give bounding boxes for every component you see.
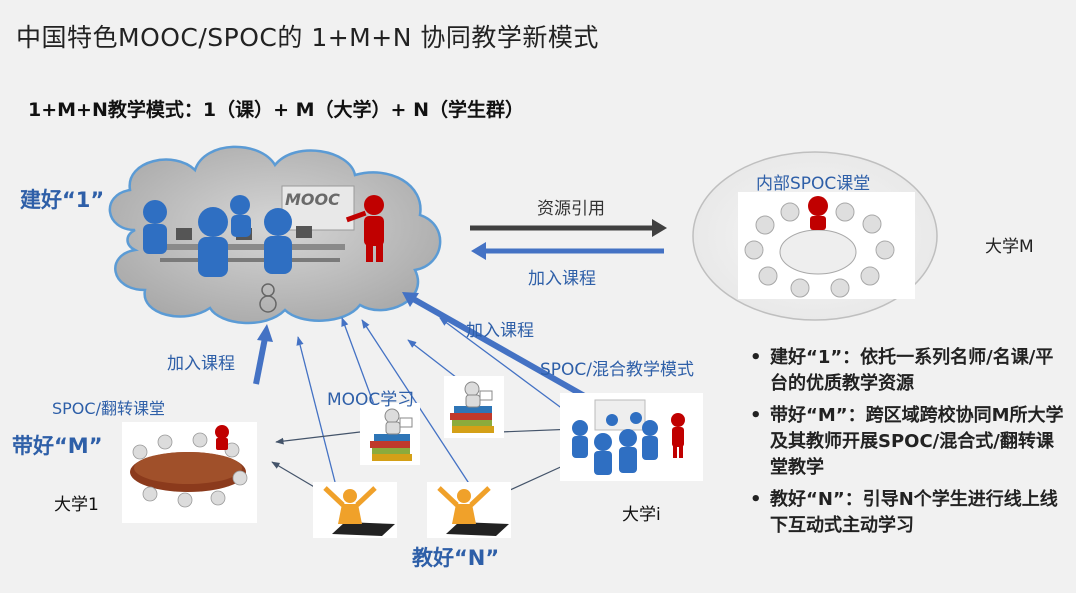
bullet-item-teach: •教好“N”：引导N个学生进行线上线下互动式主动学习 [750, 489, 1058, 536]
resource-ref-label: 资源引用 [537, 199, 605, 219]
add-course-top-label: 加入课程 [528, 269, 596, 289]
bullet-item-bring: •带好“M”：跨区域跨校协同M所大学及其教师开展SPOC/混合式/翻转课堂教学 [750, 405, 1064, 478]
page-title: 中国特色MOOC/SPOC的 1+M+N 协同教学新模式 [16, 23, 599, 52]
mooc-sign: MOOC [285, 190, 340, 209]
teach-n-label: 教好“N” [412, 546, 500, 570]
bring-m-label: 带好“M” [12, 434, 103, 458]
add-course-left-label: 加入课程 [167, 354, 235, 374]
spoc-flip-label: SPOC/翻转课堂 [52, 399, 165, 418]
internal-spoc-label: 内部SPOC课堂 [756, 174, 871, 194]
university-m-label: 大学M [985, 237, 1034, 257]
bullet-text: 建好“1”：依托一系列名师/名课/平台的优质教学资源 [770, 347, 1054, 394]
bullet-item-build: •建好“1”：依托一系列名师/名课/平台的优质教学资源 [750, 347, 1054, 394]
bullet-text: 教好“N”：引导N个学生进行线上线下互动式主动学习 [770, 489, 1058, 536]
mooc-study-image-2 [444, 376, 504, 438]
university-1-label: 大学1 [54, 495, 99, 515]
student-image-1 [313, 482, 397, 538]
internal-spoc-image [738, 192, 915, 299]
add-course-mid-label: 加入课程 [466, 321, 534, 341]
bullet-list: •建好“1”：依托一系列名师/名课/平台的优质教学资源 •带好“M”：跨区域跨校… [748, 345, 1068, 545]
bullet-text: 带好“M”：跨区域跨校协同M所大学及其教师开展SPOC/混合式/翻转课堂教学 [770, 405, 1064, 478]
spoc-mixed-label: SPOC/混合教学模式 [540, 360, 695, 380]
build-one-label: 建好“1” [20, 188, 105, 212]
student-image-2 [427, 482, 511, 538]
university-1-image [122, 422, 257, 523]
mooc-study-image-1 [360, 403, 420, 465]
page-subtitle: 1+M+N教学模式：1（课）+ M（大学）+ N（学生群） [28, 99, 524, 121]
mooc-cloud [108, 145, 442, 325]
university-i-label: 大学i [622, 505, 661, 525]
university-i-image [560, 393, 703, 481]
mooc-study-label: MOOC学习 [327, 390, 415, 410]
